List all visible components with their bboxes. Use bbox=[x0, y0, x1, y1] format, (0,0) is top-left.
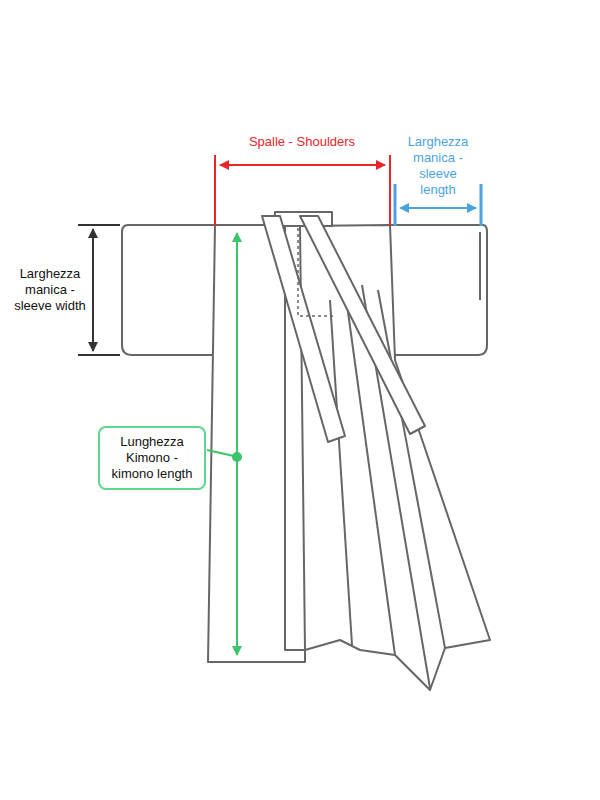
label-box: Larghezza manica - sleeve length bbox=[401, 134, 475, 198]
dimension-label: Spalle - Shoulders bbox=[217, 134, 387, 150]
dimension-label: Larghezza manica - sleeve width bbox=[13, 266, 87, 314]
label-box: Spalle - Shoulders bbox=[217, 134, 387, 150]
dimension-label: Larghezza manica - sleeve length bbox=[401, 134, 475, 198]
callout-box: Lunghezza Kimono - kimono length bbox=[98, 426, 206, 490]
shoulders-dimension bbox=[215, 155, 390, 226]
label-box: Larghezza manica - sleeve width bbox=[13, 266, 87, 314]
dimension-label: Lunghezza Kimono - kimono length bbox=[104, 434, 200, 482]
kimono-length-dimension bbox=[207, 233, 242, 655]
sleeve-width-dimension bbox=[78, 225, 120, 355]
